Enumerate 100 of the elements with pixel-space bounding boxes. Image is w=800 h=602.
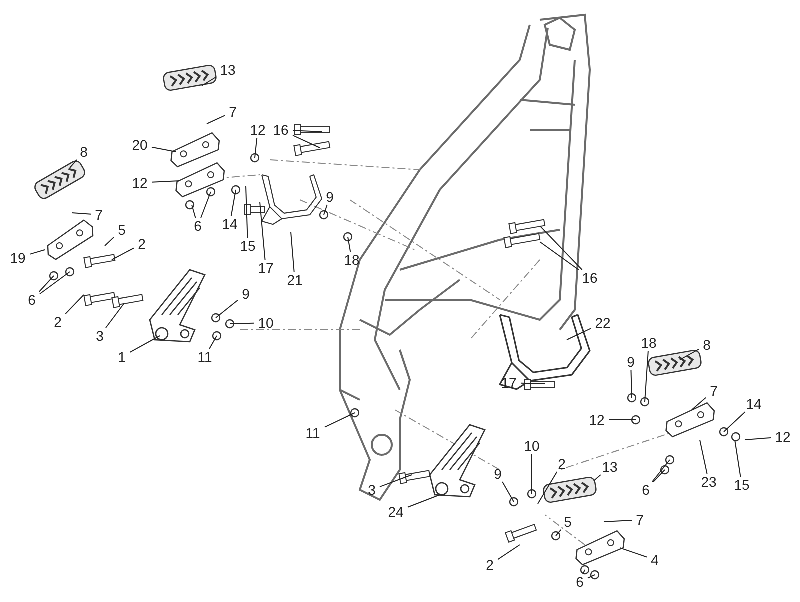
leader-line <box>260 202 266 260</box>
callout-number: 14 <box>745 397 763 411</box>
leader-line <box>152 146 176 152</box>
callout-number: 13 <box>601 460 619 474</box>
callout-number: 7 <box>94 208 104 222</box>
callout-number: 18 <box>343 253 361 267</box>
callout-number: 6 <box>641 483 651 497</box>
callout-number: 2 <box>485 558 495 572</box>
callout-number: 3 <box>367 483 377 497</box>
leader-line <box>502 482 514 502</box>
leader-line <box>290 232 295 272</box>
callout-number: 19 <box>9 251 27 265</box>
leader-line <box>30 250 46 255</box>
callout-number: 12 <box>588 413 606 427</box>
callout-number: 8 <box>79 145 89 159</box>
callout-number: 12 <box>774 430 792 444</box>
leader-line <box>292 135 320 148</box>
callout-number: 9 <box>241 287 251 301</box>
leader-line <box>680 348 700 360</box>
callout-number: 2 <box>137 237 147 251</box>
leader-line <box>652 460 670 482</box>
callout-number: 9 <box>493 467 503 481</box>
leader-line <box>324 412 356 428</box>
leader-line <box>692 397 706 410</box>
leader-line <box>200 192 212 218</box>
leader-line <box>192 204 196 218</box>
leader-line <box>540 226 583 270</box>
callout-number: 6 <box>193 219 203 233</box>
leader-line <box>644 350 649 402</box>
callout-number: 5 <box>117 223 127 237</box>
callout-number: 2 <box>557 457 567 471</box>
leader-line <box>38 276 54 292</box>
leader-line <box>604 520 632 522</box>
callout-number: 23 <box>700 475 718 489</box>
callout-number: 6 <box>575 575 585 589</box>
leader-line <box>556 530 562 536</box>
callout-number: 4 <box>650 553 660 567</box>
callout-number: 16 <box>272 123 290 137</box>
leader-line <box>630 370 632 398</box>
leader-line <box>246 186 248 238</box>
leader-line <box>202 76 216 86</box>
leader-line <box>65 294 84 314</box>
callout-number: 5 <box>563 515 573 529</box>
callout-number: 1 <box>117 350 127 364</box>
callout-number: 13 <box>219 63 237 77</box>
callout-number: 15 <box>239 239 257 253</box>
leader-line <box>152 180 180 183</box>
callout-number: 21 <box>286 273 304 287</box>
leader-line <box>724 412 746 432</box>
leader-line <box>408 494 440 508</box>
callout-number: 12 <box>131 176 149 190</box>
callout-number: 16 <box>581 271 599 285</box>
callout-number: 10 <box>257 316 275 330</box>
leader-line <box>620 548 648 558</box>
callout-number: 22 <box>594 316 612 330</box>
leader-line <box>734 440 742 478</box>
callout-number: 18 <box>640 336 658 350</box>
callout-number: 2 <box>53 315 63 329</box>
leader-line <box>380 474 412 488</box>
leader-line <box>72 212 92 215</box>
leader-line <box>653 470 666 482</box>
leader-line <box>40 272 70 295</box>
leader-line <box>230 190 236 216</box>
leader-line <box>744 437 772 440</box>
callout-number: 8 <box>702 338 712 352</box>
callout-number: 3 <box>95 329 105 343</box>
callout-number: 7 <box>228 105 238 119</box>
leader-line <box>582 570 586 574</box>
leader-line <box>324 204 328 216</box>
callout-number: 7 <box>709 384 719 398</box>
leader-line <box>106 304 124 328</box>
leader-line <box>540 242 580 270</box>
leader-line <box>230 322 254 324</box>
callout-number: 11 <box>304 426 322 440</box>
callout-number: 20 <box>131 138 149 152</box>
leader-line <box>209 336 218 350</box>
leader-line <box>566 328 592 340</box>
leader-line <box>700 440 708 474</box>
leader-line <box>538 472 558 504</box>
callout-number: 15 <box>733 478 751 492</box>
leader-line <box>104 237 114 246</box>
callout-number: 6 <box>27 293 37 307</box>
leader-line <box>130 336 160 354</box>
callout-number: 14 <box>221 217 239 231</box>
leader-line <box>216 300 238 318</box>
callout-number: 17 <box>257 261 275 275</box>
leader-line <box>594 474 602 482</box>
leader-line <box>206 115 226 124</box>
callout-number: 7 <box>635 513 645 527</box>
callout-number: 9 <box>325 190 335 204</box>
callout-number: 11 <box>196 350 214 364</box>
callout-number: 24 <box>387 505 405 519</box>
leader-line <box>498 544 520 560</box>
leader-line <box>112 248 134 260</box>
leader-line <box>254 138 258 158</box>
callout-number: 17 <box>500 376 518 390</box>
leader-line <box>348 236 352 252</box>
leader-line <box>70 160 78 168</box>
leader-line <box>520 382 546 384</box>
leader-line <box>292 130 322 132</box>
